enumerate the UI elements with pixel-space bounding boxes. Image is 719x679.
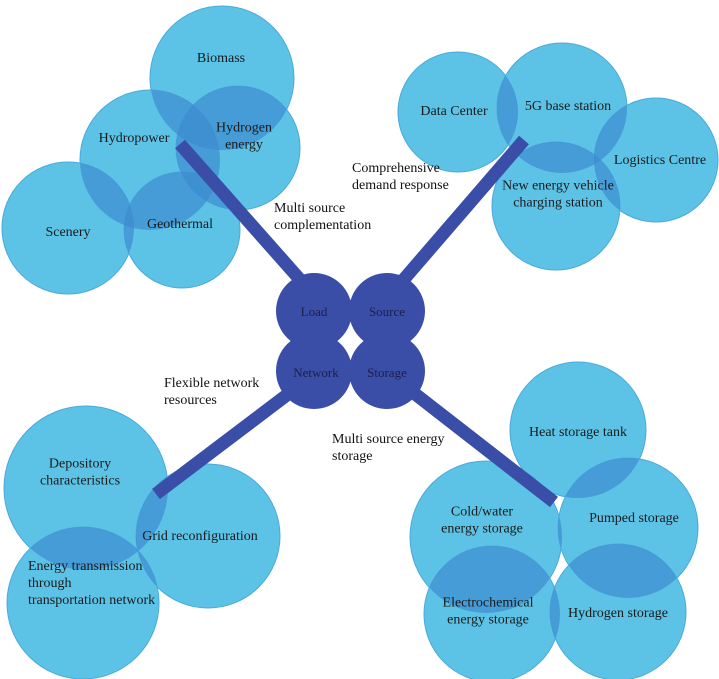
text-line: Heat storage tank <box>529 425 627 440</box>
label-cold-water: Cold/water energy storage <box>441 505 523 537</box>
caption-multi-source-complementation: Multi source complementation <box>274 201 371 233</box>
core-circle-network <box>276 333 352 409</box>
label-electrochemical: Electrochemical energy storage <box>443 596 534 628</box>
core-circle-storage <box>349 333 425 409</box>
label-data-center: Data Center <box>420 104 488 119</box>
text-line: Geothermal <box>147 217 213 232</box>
core-cluster: Load Source Network Storage <box>276 273 425 409</box>
label-scenery: Scenery <box>45 225 90 240</box>
text-line: Multi source energy <box>332 432 445 447</box>
label-hydropower: Hydropower <box>99 131 170 146</box>
caption-energy-storage: Multi source energy storage <box>332 432 445 464</box>
caption-demand-response: Comprehensive demand response <box>352 161 449 193</box>
text-line: 5G base station <box>525 99 611 114</box>
text-line: Energy transmission <box>28 559 142 574</box>
text-line: Comprehensive <box>352 161 440 176</box>
text-line: resources <box>164 393 217 408</box>
core-label-load: Load <box>301 304 328 319</box>
captions: Multi source complementation Comprehensiv… <box>164 161 449 464</box>
text-line: through <box>28 576 72 591</box>
text-line: charging station <box>513 196 603 211</box>
text-line: Pumped storage <box>589 511 679 526</box>
text-line: energy <box>225 138 263 153</box>
text-line: Grid reconfiguration <box>142 529 257 544</box>
label-hydrogen-storage: Hydrogen storage <box>568 606 668 621</box>
bubble-labels: Biomass Hydropower Hydrogen energy Scener… <box>28 51 706 628</box>
label-transmission: Energy transmission through transportation… <box>28 559 155 608</box>
text-line: energy storage <box>441 522 523 537</box>
caption-flexible-network: Flexible network resources <box>164 376 259 408</box>
label-ev-charging: New energy vehicle charging station <box>502 179 614 211</box>
label-hydrogen-energy: Hydrogen energy <box>216 121 272 153</box>
label-heat-storage: Heat storage tank <box>529 425 627 440</box>
text-line: Flexible network <box>164 376 259 391</box>
overlap-hydropower-scenery <box>80 162 134 230</box>
text-line: Biomass <box>197 51 245 66</box>
text-line: Hydropower <box>99 131 170 146</box>
text-line: storage <box>332 449 372 464</box>
core-label-network: Network <box>293 365 339 380</box>
overlap-biomass-hydrogen <box>176 86 294 150</box>
label-grid-reconfiguration: Grid reconfiguration <box>142 529 257 544</box>
overlap-cold-electrochemical <box>424 546 560 613</box>
text-line: transportation network <box>28 593 155 608</box>
label-5g-base-station: 5G base station <box>525 99 611 114</box>
arm-top-right <box>381 135 529 305</box>
text-line: Scenery <box>45 225 90 240</box>
cluster-top-right <box>397 42 719 271</box>
cluster-bottom-left <box>3 405 281 679</box>
text-line: Data Center <box>420 104 488 119</box>
text-line: complementation <box>274 218 371 233</box>
overlap-pumped-hydrogen <box>558 544 686 598</box>
text-line: demand response <box>352 178 449 193</box>
text-line: Cold/water <box>451 505 514 520</box>
arm-top-left <box>175 139 323 305</box>
core-circle-load <box>276 273 352 349</box>
arm-bottom-right <box>388 370 558 508</box>
core-label-source: Source <box>369 304 405 319</box>
overlap-heat-pumped <box>558 458 646 498</box>
text-line: Depository <box>49 457 111 472</box>
core-circle-source <box>349 273 425 349</box>
label-biomass: Biomass <box>197 51 245 66</box>
text-line: New energy vehicle <box>502 179 614 194</box>
label-pumped: Pumped storage <box>589 511 679 526</box>
text-line: energy storage <box>447 613 529 628</box>
overlap-hydrogen-geothermal <box>176 172 240 210</box>
cluster-bottom-right <box>409 361 699 679</box>
core-label-storage: Storage <box>367 365 407 380</box>
label-logistics-centre: Logistics Centre <box>614 153 706 168</box>
label-geothermal: Geothermal <box>147 217 213 232</box>
text-line: Hydrogen <box>216 121 272 136</box>
cluster-top-left <box>1 5 301 295</box>
label-depository: Depository characteristics <box>40 457 120 489</box>
text-line: Multi source <box>274 201 345 216</box>
text-line: characteristics <box>40 474 120 489</box>
text-line: Electrochemical <box>443 596 534 611</box>
text-line: Hydrogen storage <box>568 606 668 621</box>
text-line: Logistics Centre <box>614 153 706 168</box>
